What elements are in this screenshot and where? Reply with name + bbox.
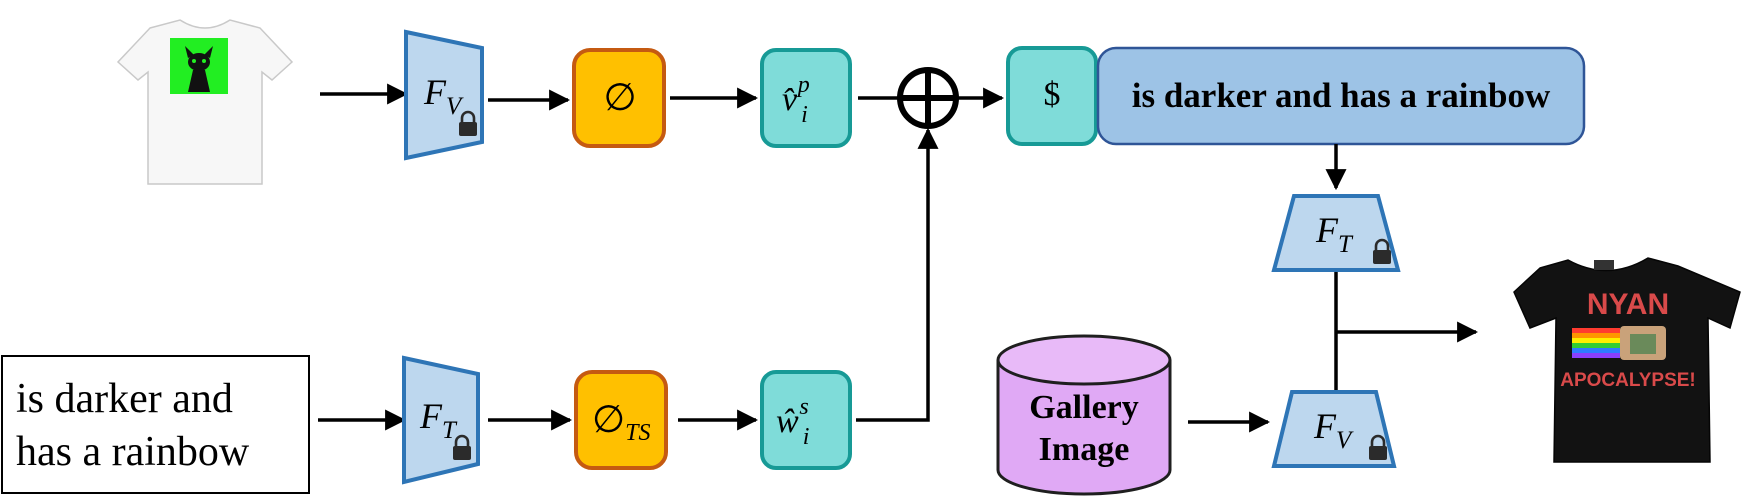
text-input-box: [1, 355, 310, 494]
concat-plus-icon: [897, 67, 959, 129]
image-encoder-fv-top: FV: [404, 29, 484, 161]
pseudo-token-v-hat: v̂ip: [760, 48, 852, 148]
mapping-network-phi: ∅: [572, 48, 666, 148]
ft-bottom-label: FT: [419, 396, 458, 444]
target-shirt-image: NYAN APOCALYPSE!: [1513, 257, 1741, 463]
gallery-label-line2: Image: [1039, 431, 1130, 468]
v-hat-label: v̂ip: [782, 72, 810, 128]
dollar-token: $: [1006, 46, 1098, 146]
text-encoder-ft-right: FT: [1271, 194, 1401, 272]
arrow-what-to-plus: [856, 127, 939, 422]
mapping-network-phi-ts: ∅TS: [574, 370, 668, 470]
image-encoder-fv-right: FV: [1271, 390, 1397, 468]
caption-box: is darker and has a rainbow: [1096, 46, 1586, 146]
reference-shirt-image: [116, 19, 294, 185]
phi-ts-label: ∅TS: [592, 399, 650, 446]
fv-right-label: FV: [1313, 406, 1354, 454]
fv-top-label: FV: [423, 72, 464, 120]
text-input-line1: is darker and: [16, 376, 233, 422]
dollar-label: $: [1044, 76, 1061, 113]
target-shirt-title: NYAN: [1587, 288, 1669, 321]
text-encoder-ft-bottom: FT: [402, 355, 480, 485]
target-shirt-subtitle: APOCALYPSE!: [1560, 370, 1696, 391]
text-input-line2: has a rainbow: [16, 429, 250, 475]
phi-label: ∅: [603, 77, 636, 119]
caption-text: is darker and has a rainbow: [1132, 76, 1551, 115]
ft-right-label: FT: [1315, 210, 1354, 258]
gallery-label-line1: Gallery: [1029, 389, 1139, 426]
gallery-image-database: Gallery Image: [996, 334, 1172, 496]
